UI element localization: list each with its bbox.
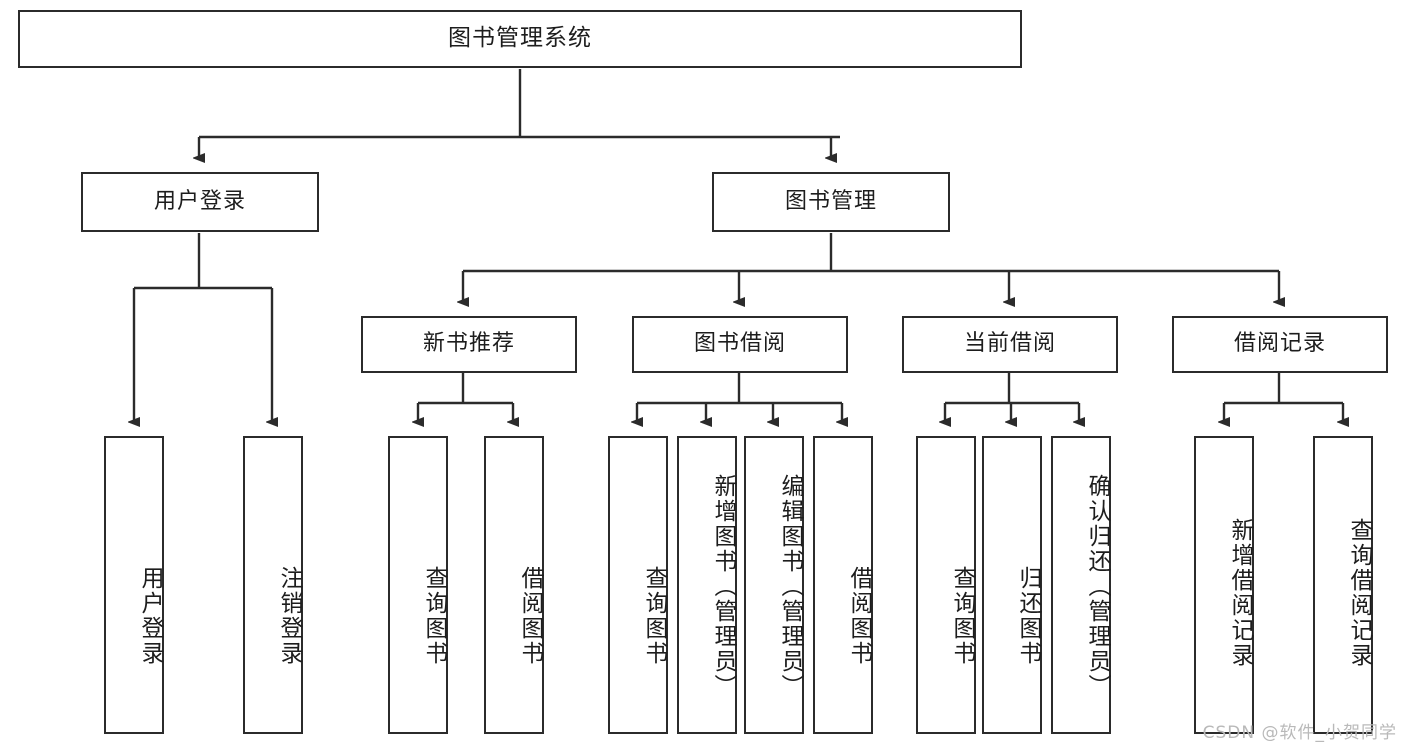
node-user-login-label: 用户登录	[153, 188, 246, 214]
node-new-book-recommend-label: 新书推荐	[422, 331, 515, 357]
node-borrow-record-label: 借阅记录	[1233, 331, 1326, 357]
leaf-query-book-2-label: 查询图书	[641, 566, 667, 666]
leaf-add-book-label: 新增图书（管理员）	[710, 473, 736, 699]
node-book-borrow[interactable]: 图书借阅	[632, 316, 848, 373]
node-current-borrow[interactable]: 当前借阅	[902, 316, 1118, 373]
leaf-borrow-book-1-label: 借阅图书	[517, 566, 543, 666]
leaf-borrow-book-2[interactable]: 借阅图书	[813, 436, 873, 734]
node-new-book-recommend[interactable]: 新书推荐	[361, 316, 577, 373]
leaf-query-record[interactable]: 查询借阅记录	[1313, 436, 1373, 734]
leaf-user-login-label: 用户登录	[137, 566, 163, 666]
node-root[interactable]: 图书管理系统	[18, 10, 1022, 68]
node-book-borrow-label: 图书借阅	[693, 331, 786, 357]
leaf-logout[interactable]: 注销登录	[243, 436, 303, 734]
leaf-query-book-1-label: 查询图书	[421, 566, 447, 666]
leaf-borrow-book-2-label: 借阅图书	[846, 566, 872, 666]
node-book-manage[interactable]: 图书管理	[712, 172, 950, 232]
node-book-manage-label: 图书管理	[784, 188, 877, 214]
watermark: CSDN @软件_小贺同学	[1202, 723, 1397, 743]
leaf-edit-book[interactable]: 编辑图书（管理员）	[744, 436, 804, 734]
leaf-query-book-1[interactable]: 查询图书	[388, 436, 448, 734]
node-current-borrow-label: 当前借阅	[963, 331, 1056, 357]
leaf-add-book[interactable]: 新增图书（管理员）	[677, 436, 737, 734]
leaf-query-book-3[interactable]: 查询图书	[916, 436, 976, 734]
leaf-query-record-label: 查询借阅记录	[1346, 518, 1372, 668]
leaf-return-book[interactable]: 归还图书	[982, 436, 1042, 734]
leaf-add-record[interactable]: 新增借阅记录	[1194, 436, 1254, 734]
leaf-add-record-label: 新增借阅记录	[1227, 518, 1253, 668]
leaf-confirm-return[interactable]: 确认归还（管理员）	[1051, 436, 1111, 734]
node-borrow-record[interactable]: 借阅记录	[1172, 316, 1388, 373]
leaf-borrow-book-1[interactable]: 借阅图书	[484, 436, 544, 734]
leaf-edit-book-label: 编辑图书（管理员）	[777, 473, 803, 699]
node-root-label: 图书管理系统	[448, 25, 592, 52]
node-user-login[interactable]: 用户登录	[81, 172, 319, 232]
leaf-user-login[interactable]: 用户登录	[104, 436, 164, 734]
leaf-return-book-label: 归还图书	[1015, 566, 1041, 666]
leaf-confirm-return-label: 确认归还（管理员）	[1084, 473, 1110, 699]
leaf-query-book-2[interactable]: 查询图书	[608, 436, 668, 734]
leaf-query-book-3-label: 查询图书	[949, 566, 975, 666]
leaf-logout-label: 注销登录	[276, 566, 302, 666]
